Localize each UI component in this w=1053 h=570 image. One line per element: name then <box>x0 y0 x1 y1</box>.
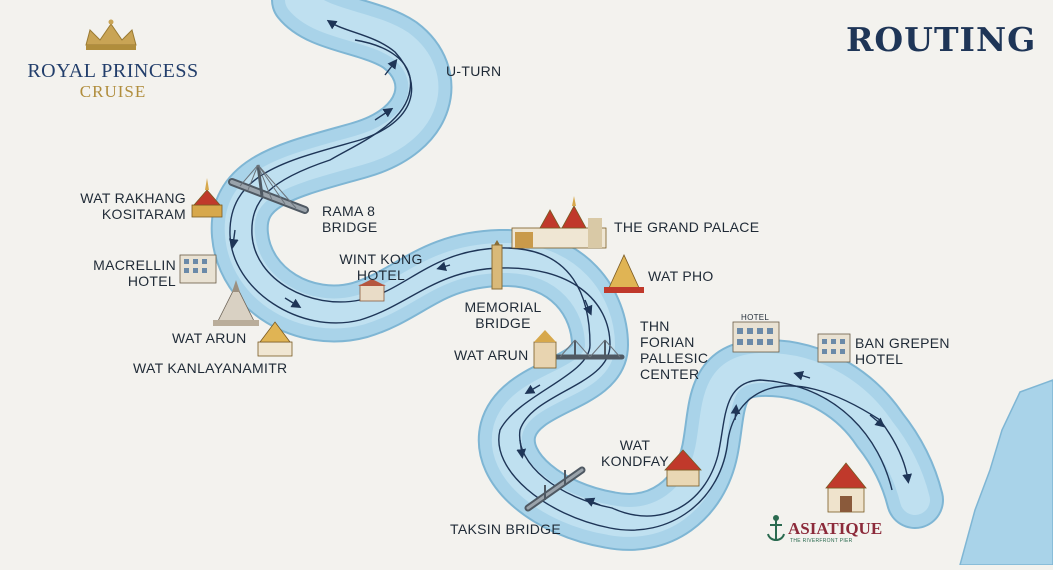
label-ban-green-line1: BAN GREPEN <box>855 335 950 351</box>
label-grand-palace: THE GRAND PALACE <box>614 219 760 235</box>
label-marcellin-hotel: MACRELLIN HOTEL <box>80 257 176 289</box>
rama8-bridge-icon <box>228 164 309 214</box>
brand-subname: CRUISE <box>79 82 147 101</box>
label-u-turn: U-TURN <box>446 63 502 79</box>
label-marcellin-line2: HOTEL <box>127 273 176 289</box>
label-hotel-sign: HOTEL <box>741 313 770 322</box>
label-wat-pho: WAT PHO <box>648 268 714 284</box>
route-upstream-line <box>229 19 893 517</box>
asiatique-temple-icon <box>825 462 867 513</box>
label-rama8-bridge: RAMA 8 BRIDGE <box>322 203 377 235</box>
label-wat-rakhang-line1: WAT RAKHANG <box>80 190 186 206</box>
label-wat-rakhang: WAT RAKHANG KOSITARAM <box>56 190 186 222</box>
asiatique-logo-text: ASIATIQUE <box>788 519 883 538</box>
wat-rakhang-icon <box>191 178 223 218</box>
label-wint-kong-hotel: WINT KONG HOTEL <box>336 251 426 283</box>
label-rama8-line2: BRIDGE <box>322 219 378 235</box>
wat-arun-mid-icon <box>533 330 557 369</box>
label-taksin-bridge: TAKSIN BRIDGE <box>450 521 561 537</box>
thn-hotel-icon <box>732 321 780 353</box>
ban-green-hotel-icon <box>817 333 851 363</box>
wat-arun-west-icon <box>213 280 259 326</box>
label-ban-green-hotel: BAN GREPEN HOTEL <box>855 335 950 367</box>
label-thn-center: THN FORIAN PALLESIC CENTER <box>640 318 708 382</box>
taksin-bridge-icon <box>524 466 586 512</box>
label-ban-green-line2: HOTEL <box>855 351 904 367</box>
label-wat-arun-mid: WAT ARUN <box>454 347 529 363</box>
label-wat-kondfay: WAT KONDFAY <box>595 437 675 469</box>
label-thn-line1: THN <box>640 318 670 334</box>
label-wat-arun-west: WAT ARUN <box>172 330 247 346</box>
memorial-bridge-icon <box>491 240 503 290</box>
marcellin-hotel-icon <box>179 254 217 284</box>
label-thn-line4: CENTER <box>640 366 700 382</box>
grand-palace-icon <box>511 196 607 249</box>
label-wint-kong-line1: WINT KONG <box>339 251 423 267</box>
label-wat-kondfay-line1: WAT <box>619 437 651 453</box>
label-thn-line2: FORIAN <box>640 334 695 350</box>
brand-name: ROYAL PRINCESS <box>27 60 199 82</box>
label-wat-kondfay-line2: KONDFAY <box>601 453 669 469</box>
label-memorial-line2: BRIDGE <box>475 315 531 331</box>
label-marcellin-line1: MACRELLIN <box>93 257 176 273</box>
page-title: ROUTING <box>846 20 1037 59</box>
label-rama8-line1: RAMA 8 <box>322 203 376 219</box>
label-memorial-bridge: MEMORIAL BRIDGE <box>458 299 548 331</box>
wint-kong-hotel-icon <box>358 279 386 302</box>
thn-bridge-icon <box>554 339 625 360</box>
label-wat-rakhang-line2: KOSITARAM <box>101 206 186 222</box>
wat-pho-icon <box>604 254 644 293</box>
asiatique-logo-subtext: THE RIVERFRONT PIER <box>790 538 853 544</box>
label-memorial-line1: MEMORIAL <box>464 299 542 315</box>
crown-logo <box>85 19 137 50</box>
label-thn-line3: PALLESIC <box>640 350 709 366</box>
route-direction-arrows <box>228 58 886 507</box>
label-wint-kong-line2: HOTEL <box>356 267 406 283</box>
wat-kondfay-icon <box>664 449 702 487</box>
sea-area <box>959 379 1053 566</box>
river-water-highlight <box>224 0 930 537</box>
anchor-icon <box>767 515 785 541</box>
label-wat-kanlayanamitr: WAT KANLAYANAMITR <box>133 360 288 376</box>
wat-kanlayanamitr-icon <box>257 321 293 357</box>
